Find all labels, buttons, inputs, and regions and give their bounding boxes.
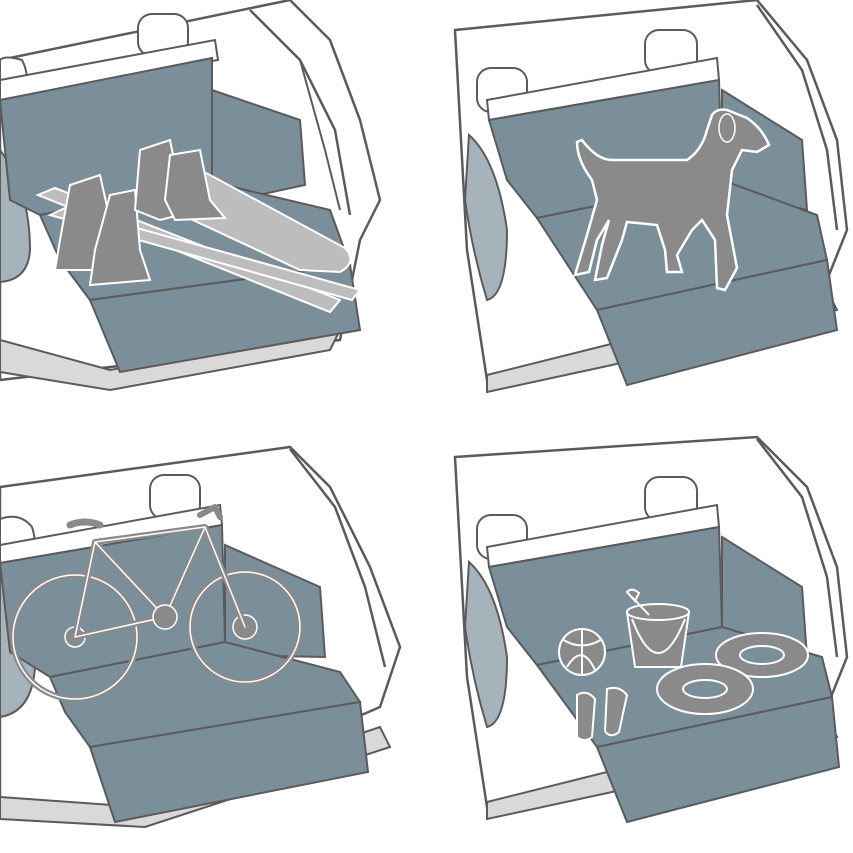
headrests [0, 13, 220, 102]
dog-ear [718, 113, 736, 143]
tailgate-edge [249, 9, 352, 216]
panel-beach-toys [427, 427, 853, 853]
panel-bicycle [0, 427, 426, 853]
cargo-boots-skis [35, 138, 362, 314]
flip-flop-right [603, 686, 629, 737]
swim-ring-back-hole [739, 645, 785, 665]
shovel [625, 588, 650, 616]
bicycle-chainring [152, 604, 178, 630]
bicycle-frame-outline [74, 526, 246, 638]
seatback-top [0, 38, 220, 102]
mat-bumper-flap [595, 258, 839, 387]
bucket-rim [626, 603, 690, 621]
mat-bumper-flap [595, 695, 841, 824]
boot-2 [88, 188, 152, 287]
boot-4 [163, 148, 228, 222]
beach-ball-stripes [561, 629, 603, 675]
side-window [463, 132, 509, 302]
car-trunk-illustration-4 [453, 435, 849, 824]
swim-rings [656, 632, 809, 715]
cargo-beach-toys [558, 588, 809, 741]
rear-pillar [299, 59, 341, 211]
mat-bumper-flap [88, 700, 370, 824]
mat-side-wall [211, 88, 307, 207]
tailgate-edge [756, 438, 839, 658]
bucket-handle [631, 618, 686, 654]
car-trunk-illustration-1 [0, 0, 382, 392]
side-window [463, 559, 509, 729]
bicycle-handlebar [197, 504, 223, 520]
tailgate-edge [289, 448, 387, 668]
beach-ball [558, 628, 606, 676]
bicycle-rear-wheel-outline [12, 574, 138, 700]
dog-silhouette [573, 108, 771, 292]
headrests [476, 29, 721, 122]
cargo-bicycle [10, 504, 303, 702]
panel-dog [427, 0, 853, 426]
car-trunk-illustration-2 [453, 0, 849, 394]
flip-flops [576, 686, 629, 741]
bicycle-seat [66, 518, 104, 529]
cargo-dog [573, 108, 771, 292]
tailgate-edge [755, 4, 839, 231]
swim-ring-front-hole [682, 679, 728, 699]
bicycle-front-wheel-outline [189, 571, 301, 683]
headrests [0, 474, 224, 565]
panel-boots-skis [0, 0, 426, 426]
car-trunk-illustration-3 [0, 445, 402, 829]
flip-flop-left [576, 691, 597, 741]
bucket [625, 588, 691, 668]
